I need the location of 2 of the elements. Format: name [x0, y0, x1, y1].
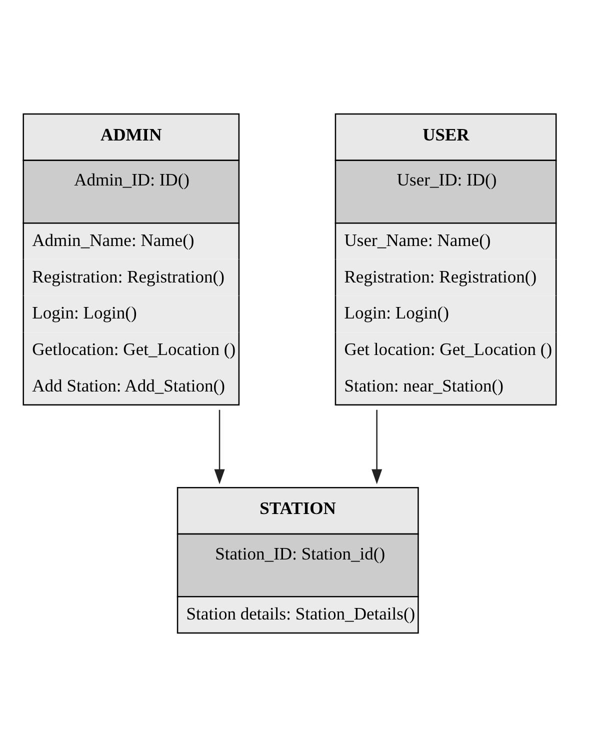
arrow — [214, 409, 225, 484]
arrow — [372, 409, 382, 484]
